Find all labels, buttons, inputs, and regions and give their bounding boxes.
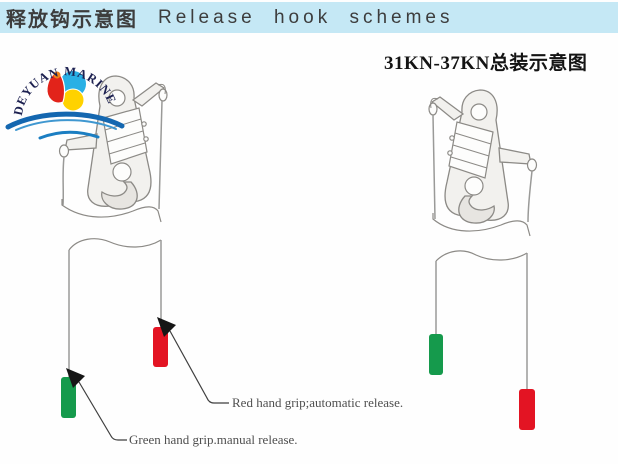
right-diagram-upper-left-cable	[432, 114, 436, 220]
assembly-diagram-title: 31KN-37KN总装示意图	[384, 53, 588, 74]
left-diagram-upper-break-wave	[61, 199, 162, 223]
logo-wave-small	[38, 130, 100, 140]
right-diagram-upper-right-cable	[527, 170, 533, 223]
logo-emblem-red-drop	[46, 70, 66, 104]
right-diagram-upper-break-wave	[432, 213, 531, 237]
left-hook-diagram: Red hand grip;automatic release. Green h…	[58, 75, 403, 447]
right-hook-body	[428, 89, 538, 224]
page-header: 释放钩示意图 Release hook schemes	[0, 2, 618, 33]
green-hand-grip	[61, 377, 76, 418]
red-grip-label: Red hand grip;automatic release.	[232, 395, 403, 410]
logo-wave-main	[5, 111, 125, 130]
left-diagram-lower-break-wave	[68, 238, 162, 251]
right-hook-diagram	[428, 89, 538, 430]
page-title-chinese: 释放钩示意图	[6, 9, 138, 31]
page-title-english: Release hook schemes	[158, 6, 454, 28]
left-diagram-upper-left-cable	[62, 156, 65, 206]
red-grip-arrowhead	[157, 317, 176, 337]
right-red-hand-grip	[519, 389, 535, 430]
right-green-hand-grip	[429, 334, 443, 375]
logo-wave-highlight	[15, 119, 117, 131]
left-diagram-upper-right-cable	[158, 100, 163, 210]
red-hand-grip	[153, 327, 168, 367]
green-grip-arrowhead	[66, 368, 85, 388]
green-grip-label: Green hand grip.manual release.	[129, 432, 298, 447]
logo-emblem-yellow-segment	[61, 88, 85, 112]
red-grip-leader-line	[169, 330, 229, 404]
logo-emblem-orange-tip	[53, 71, 61, 79]
right-diagram-lower-break-wave	[435, 250, 528, 262]
green-grip-leader-line	[78, 381, 127, 441]
